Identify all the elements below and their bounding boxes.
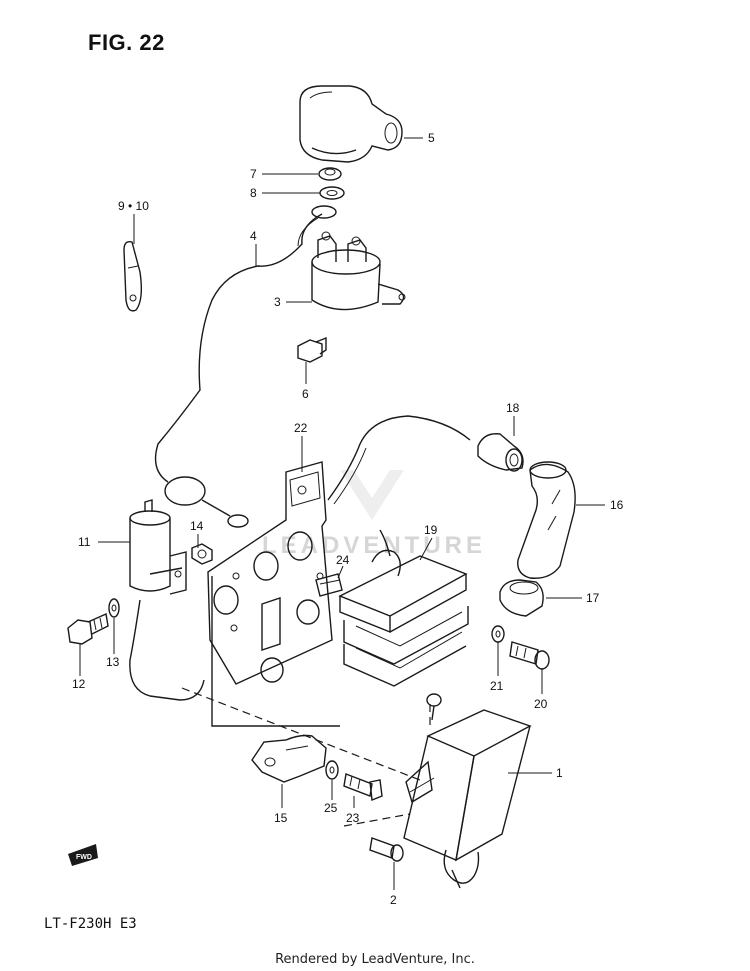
callout-11: 11 xyxy=(78,535,91,549)
mounting-bracket xyxy=(251,734,327,783)
screw-2 xyxy=(369,837,404,862)
footer-credit: Rendered by LeadVenture, Inc. xyxy=(275,952,475,967)
callout-4: 4 xyxy=(250,229,257,243)
grommet xyxy=(477,433,524,472)
callout-5: 5 xyxy=(428,131,435,145)
callout-25: 25 xyxy=(324,801,338,815)
bolt-23 xyxy=(343,773,383,801)
collar xyxy=(499,579,544,617)
regulator-wire xyxy=(327,415,471,557)
callout-6: 6 xyxy=(302,387,309,401)
callout-14: 14 xyxy=(190,519,204,533)
washer-13 xyxy=(108,598,120,618)
callout-1: 1 xyxy=(556,766,563,780)
callout-9-10: 9 • 10 xyxy=(118,199,149,213)
callout-18: 18 xyxy=(506,401,520,415)
callout-17: 17 xyxy=(586,591,600,605)
callout-13: 13 xyxy=(106,655,120,669)
regulator-rectifier xyxy=(338,549,469,687)
screw-20 xyxy=(509,641,550,670)
washer-25 xyxy=(325,760,339,780)
model-code: LT-F230H E3 xyxy=(44,916,137,932)
callout-22: 22 xyxy=(294,421,308,435)
callout-20: 20 xyxy=(534,697,548,711)
callout-23: 23 xyxy=(346,811,360,825)
cdi-unit xyxy=(403,693,532,889)
watermark-logo xyxy=(340,470,404,520)
bolt-12 xyxy=(67,612,109,645)
nut-14 xyxy=(191,543,213,565)
watermark-text: LEADVENTURE xyxy=(262,532,486,559)
callout-24: 24 xyxy=(336,553,350,567)
fwd-arrow-icon: FWD xyxy=(68,844,98,866)
nut xyxy=(318,167,342,181)
callout-19: 19 xyxy=(424,523,438,537)
callout-15: 15 xyxy=(274,811,288,825)
leader-lines xyxy=(79,137,605,890)
terminal-cap xyxy=(299,85,403,163)
callout-21: 21 xyxy=(490,679,504,693)
washer xyxy=(319,186,345,200)
screw-24 xyxy=(315,573,343,597)
callout-3: 3 xyxy=(274,295,281,309)
assembly-guides xyxy=(181,687,431,827)
ignition-coil xyxy=(129,499,205,701)
wire-clamp xyxy=(123,240,143,312)
rubber-boot xyxy=(517,461,576,579)
wire-lead xyxy=(154,213,323,528)
callout-7: 7 xyxy=(250,167,257,181)
callout-8: 8 xyxy=(250,186,257,200)
figure-title: FIG. 22 xyxy=(88,30,165,55)
callout-labels: 5 7 8 9 • 10 4 3 6 22 11 14 12 13 24 19 … xyxy=(72,131,624,907)
washer-21 xyxy=(491,625,505,643)
callout-12: 12 xyxy=(72,677,86,691)
fwd-label: FWD xyxy=(76,854,92,861)
starter-relay xyxy=(311,205,406,311)
callout-16: 16 xyxy=(610,498,624,512)
callout-2: 2 xyxy=(390,893,397,907)
bolt-6 xyxy=(297,336,327,363)
